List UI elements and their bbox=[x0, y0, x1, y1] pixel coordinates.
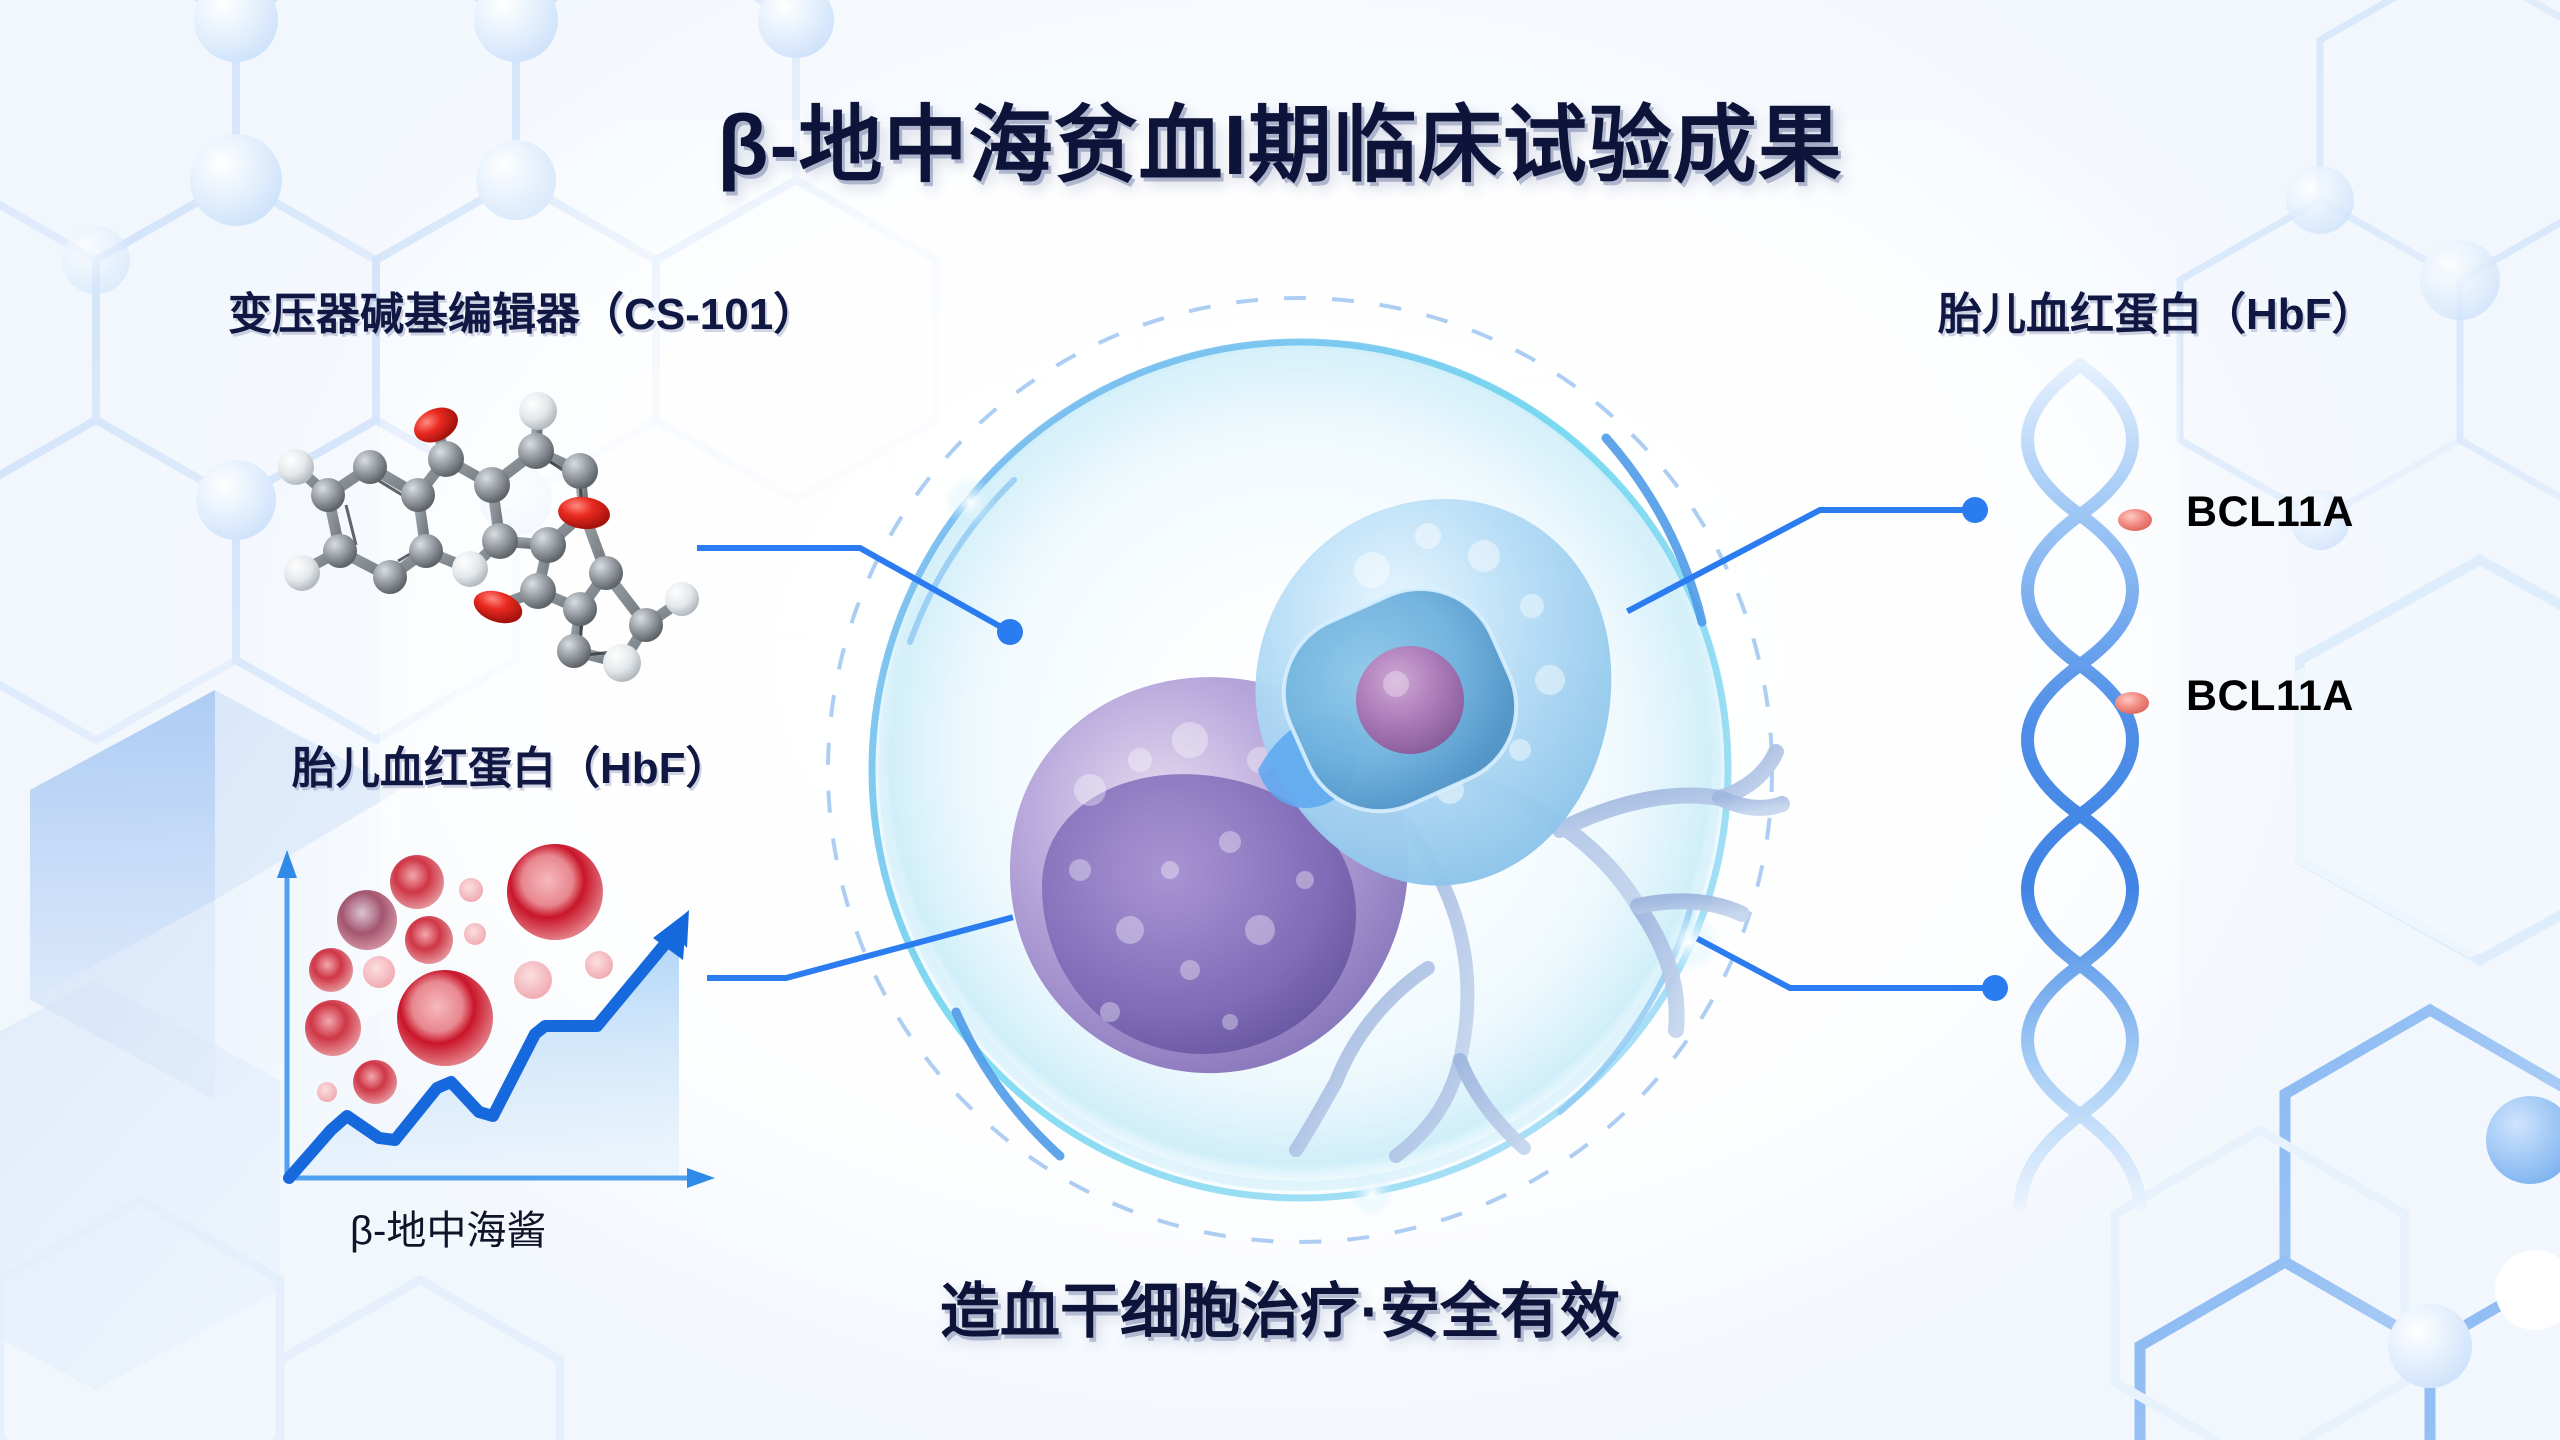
dna-helix-illustration bbox=[1980, 355, 2240, 1215]
hbf-trend-chart bbox=[255, 820, 745, 1210]
footer-tagline: 造血干细胞治疗·安全有效 bbox=[940, 1278, 1620, 1345]
gene-label-bcl11a-top: BCL11A bbox=[2186, 488, 2354, 536]
label-base-editor: 变压器碱基编辑器（CS-101） bbox=[228, 290, 818, 339]
stem-cell-illustration bbox=[760, 270, 1840, 1270]
gene-label-bcl11a-bottom: BCL11A bbox=[2186, 672, 2354, 720]
label-hbf-left: 胎儿血红蛋白（HbF） bbox=[292, 744, 730, 793]
page-title: β-地中海贫血I期临床试验成果 bbox=[717, 98, 1843, 192]
molecule-illustration bbox=[250, 355, 750, 705]
chart-x-axis-label: β-地中海酱 bbox=[350, 1209, 547, 1253]
label-hbf-right: 胎儿血红蛋白（HbF） bbox=[1938, 290, 2376, 339]
